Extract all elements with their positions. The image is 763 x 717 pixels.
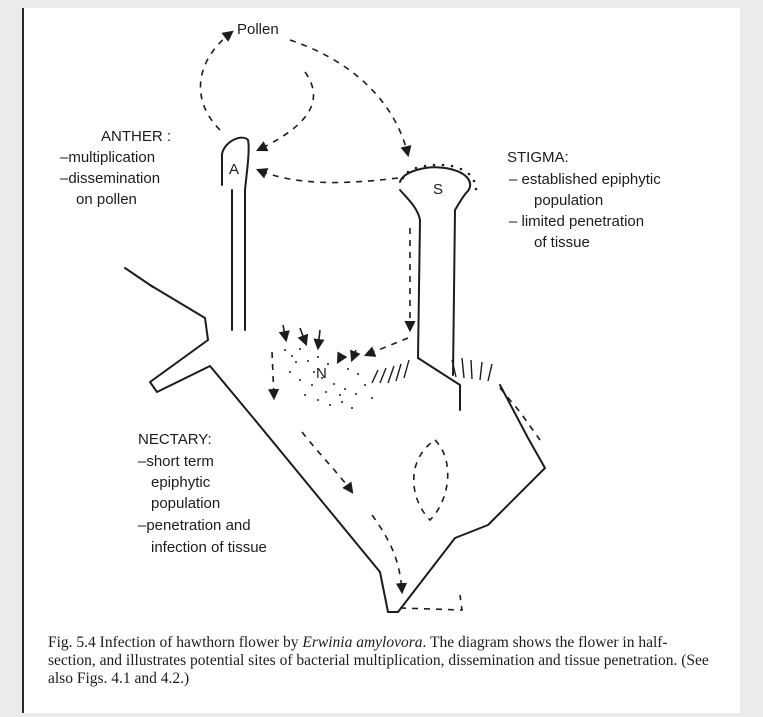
arrow-pollen-loop <box>258 72 314 150</box>
nectary-letter: N <box>316 364 327 384</box>
stigma-hairs-left <box>372 360 409 383</box>
caption-species: Erwinia amylovora <box>302 634 422 651</box>
arrow-n1 <box>283 325 286 340</box>
nectary-line-3: population <box>151 494 220 514</box>
arrow-stigma-to-anther <box>258 170 398 183</box>
stigma-line-1: – established epiphytic <box>509 170 661 190</box>
stigma-title: STIGMA: <box>507 148 569 168</box>
stigma-letter: S <box>433 180 443 200</box>
caption-prefix: Fig. 5.4 Infection of hawthorn flower by <box>48 634 302 651</box>
figure-caption: Fig. 5.4 Infection of hawthorn flower by… <box>48 634 713 688</box>
nectary-line-5: infection of tissue <box>151 538 267 558</box>
style-inner <box>400 190 420 358</box>
anther-line-1: –multiplication <box>60 148 155 168</box>
nectary-stipple <box>284 348 373 409</box>
arrow-nectary-down <box>302 432 352 492</box>
arrow-ovary-down <box>372 515 402 592</box>
nectary-line-4: –penetration and <box>138 516 251 536</box>
stigma-hairs-right <box>452 358 492 381</box>
arrow-n3 <box>318 330 320 348</box>
anther-title: ANTHER : <box>101 127 171 147</box>
arrow-pollen-to-stigma <box>290 40 408 155</box>
nectary-title: NECTARY: <box>138 430 212 450</box>
anther-letter: A <box>229 160 239 180</box>
arrow-nectary-down-left <box>272 352 274 398</box>
stigma-line-4: of tissue <box>534 233 590 253</box>
arrow-n4 <box>338 355 342 362</box>
pollen-label: Pollen <box>237 20 279 40</box>
nectary-line-2: epiphytic <box>151 473 210 493</box>
petal-left-outline <box>125 268 153 287</box>
arrow-n5 <box>352 350 356 360</box>
anther-line-3: on pollen <box>76 190 137 210</box>
stigma-line-2: population <box>534 191 603 211</box>
arrow-n2 <box>300 328 306 344</box>
arrow-to-nectary <box>366 338 408 355</box>
nectary-line-1: –short term <box>138 452 214 472</box>
arrow-anther-to-pollen <box>200 32 232 130</box>
anther-line-2: –dissemination <box>60 169 160 189</box>
stigma-line-3: – limited penetration <box>509 212 644 232</box>
ovule-outline <box>414 440 448 520</box>
